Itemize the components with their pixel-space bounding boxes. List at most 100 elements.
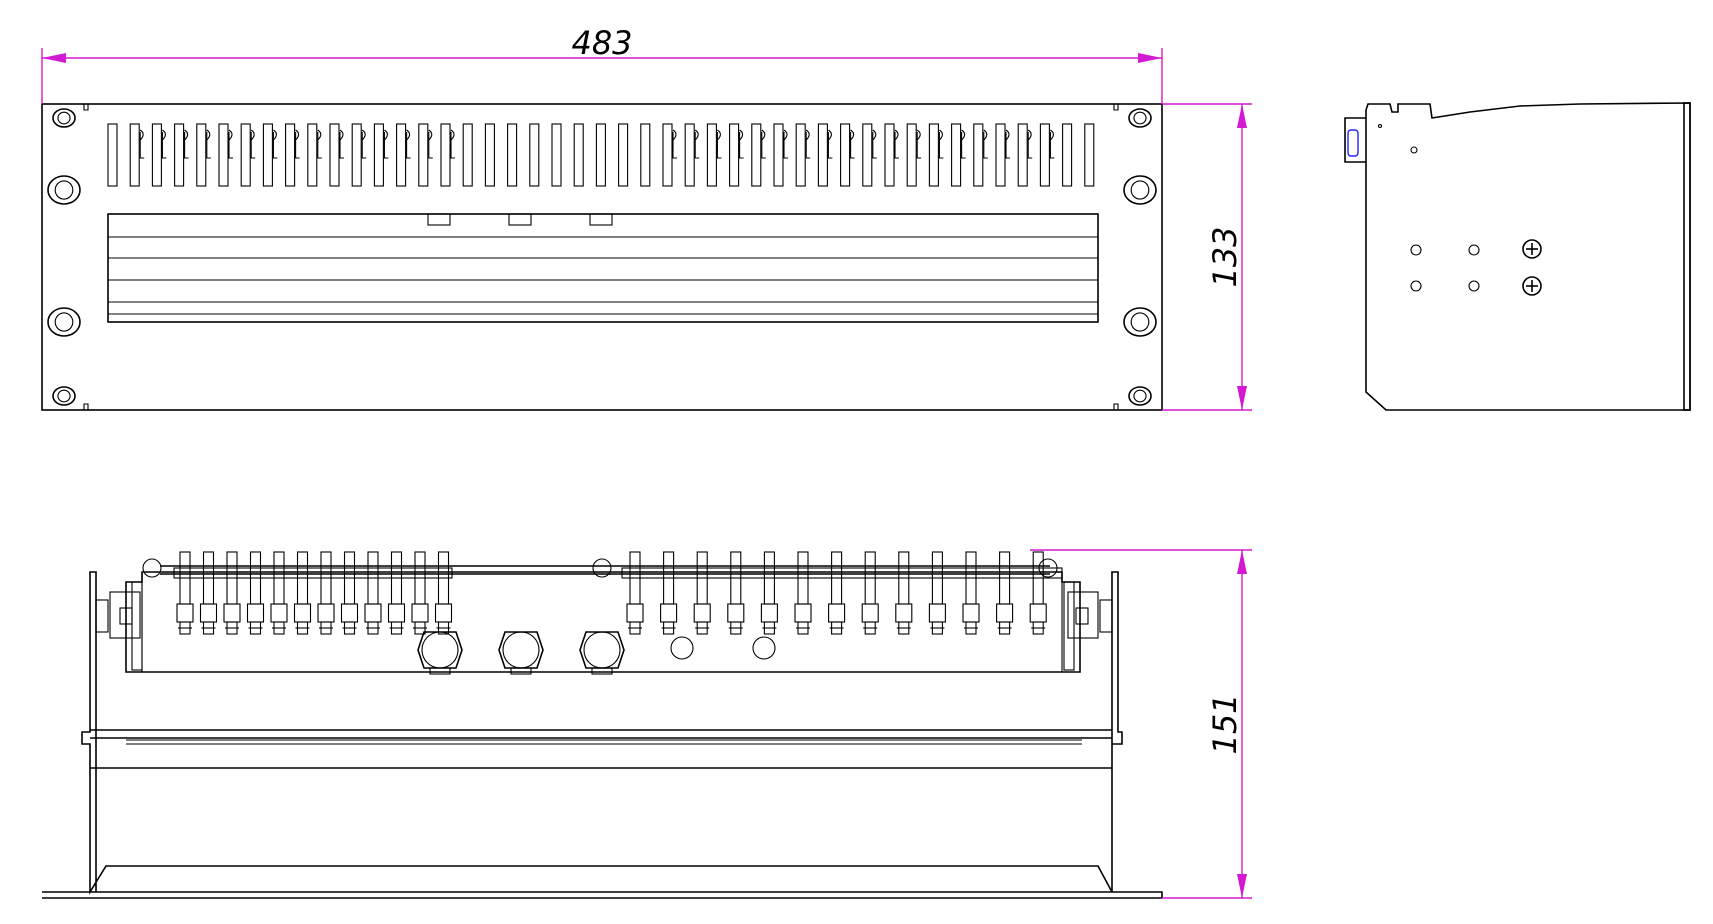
side-hole (1410, 280, 1422, 292)
rack-hole-inner (1130, 180, 1150, 200)
terminal-body (626, 603, 644, 623)
side-body-outline (1365, 102, 1691, 411)
terminal-slot (351, 123, 362, 187)
dimension-width: 483 (41, 24, 1163, 104)
terminal-body (340, 603, 359, 623)
terminal-slot (1084, 123, 1095, 187)
terminal-body (660, 603, 678, 623)
terminal-body (794, 603, 812, 623)
cable-glands (417, 631, 776, 675)
terminal-clip (406, 129, 411, 159)
terminal-clip (961, 129, 966, 159)
terminal-slot (484, 123, 495, 187)
terminal-slot (951, 123, 962, 187)
terminal-clip (161, 129, 167, 159)
terminal-body (693, 603, 711, 623)
terminal-slot (795, 123, 806, 187)
terminal-body (996, 603, 1014, 623)
terminal-slot (196, 123, 207, 187)
rack-hole (1128, 108, 1152, 128)
cable-gland (498, 631, 544, 669)
terminal-slot (396, 123, 407, 187)
terminal-slot (640, 123, 651, 187)
front-view (41, 103, 1163, 411)
terminal-clip (916, 129, 922, 159)
terminal-body (962, 603, 980, 623)
terminal-slot (285, 123, 296, 187)
dimension-depth-label: 151 (1206, 693, 1244, 754)
cable-gland (579, 631, 625, 669)
bracket-right (1063, 581, 1113, 671)
terminal-clip (983, 129, 988, 159)
terminal-clip (428, 129, 433, 159)
side-hole (1468, 280, 1480, 292)
side-hole (1410, 244, 1422, 256)
side-rear-edge (1683, 102, 1691, 411)
cable-entry (670, 636, 694, 660)
terminal-body (317, 603, 335, 623)
terminal-clip (1049, 129, 1055, 159)
top-view (42, 551, 1163, 899)
rack-hole-inner (1133, 111, 1147, 125)
terminal-slot (618, 123, 629, 187)
rack-hole (52, 386, 76, 406)
terminal-clip (716, 129, 722, 159)
terminal-slot (174, 123, 185, 187)
terminal-slot (751, 123, 762, 187)
terminal-slot (107, 123, 118, 187)
terminal-clip (783, 129, 788, 159)
front-panel-outline (41, 103, 1163, 411)
terminal-slot (240, 123, 251, 187)
rack-mounting-holes (47, 108, 1157, 406)
terminal-clip (694, 129, 700, 159)
terminal-body (176, 603, 194, 623)
panel-notches (83, 104, 1119, 410)
terminal-slot (529, 123, 540, 187)
terminal-slot (884, 123, 895, 187)
terminal-slot (262, 123, 273, 187)
terminal-clip (938, 129, 944, 159)
terminal-clip (184, 129, 189, 159)
terminal-body (223, 603, 241, 623)
terminal-clip (339, 129, 344, 159)
terminal-clip (761, 129, 766, 159)
terminal-clip (317, 129, 322, 159)
rack-hole-inner (54, 312, 74, 332)
terminal-slot (729, 123, 740, 187)
dimension-height-label: 133 (1206, 226, 1244, 287)
terminal-clip (250, 129, 256, 159)
terminal-slot (595, 123, 606, 187)
rack-hole-inner (57, 389, 71, 403)
terminal-blocks (173, 551, 1063, 635)
rack-hole (52, 108, 76, 128)
cable-gland-ring (421, 631, 459, 669)
terminal-clip (295, 129, 300, 159)
terminal-slot (862, 123, 873, 187)
terminal-slot (418, 123, 429, 187)
rack-hole (1128, 386, 1152, 406)
terminal-clip (139, 129, 145, 159)
terminal-body (928, 603, 946, 623)
terminal-clip (827, 129, 833, 159)
terminal-body (760, 603, 778, 623)
terminal-slot (662, 123, 673, 187)
terminal-body (411, 603, 429, 623)
side-screw (1522, 276, 1542, 296)
terminal-body (246, 603, 265, 623)
terminal-body (387, 603, 406, 623)
terminal-slot (329, 123, 340, 187)
side-view (1344, 102, 1691, 411)
terminal-body (199, 603, 218, 623)
terminal-rail-left (173, 567, 453, 579)
terminal-slot (906, 123, 917, 187)
terminal-slot (773, 123, 784, 187)
cable-gland-base (510, 667, 532, 675)
terminal-body (434, 603, 453, 623)
terminal-slot (817, 123, 828, 187)
terminal-slot (551, 123, 562, 187)
rack-hole (1123, 307, 1157, 337)
terminal-slot (1039, 123, 1050, 187)
terminal-slot (129, 123, 140, 187)
terminal-slot (1017, 123, 1028, 187)
